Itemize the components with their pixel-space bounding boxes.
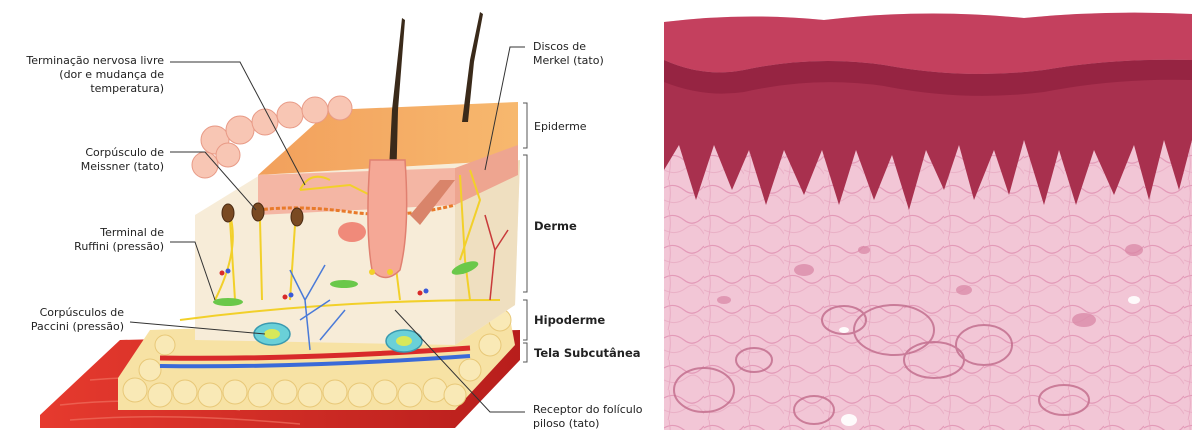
layer-label-epidermis: Epiderme [534,120,587,134]
layer-label-dermis: Derme [534,219,577,233]
subcutaneous-bracket [523,343,527,362]
layer-label-subcutaneous: Tela Subcutânea [534,346,641,360]
hypodermis-bracket [523,300,527,340]
dermis-bracket [523,155,527,292]
hair-follicle [368,160,407,278]
skin-diagram-panel: Terminação nervosa livre(dor e mudança d… [0,0,660,430]
free-nerve-ending-label: Terminação nervosa livre(dor e mudança d… [4,54,164,96]
histology-micrograph [664,0,1192,430]
epidermis-bracket [523,103,527,148]
layer-label-hypodermis: Hipoderme [534,313,605,327]
histology-image [664,0,1192,430]
